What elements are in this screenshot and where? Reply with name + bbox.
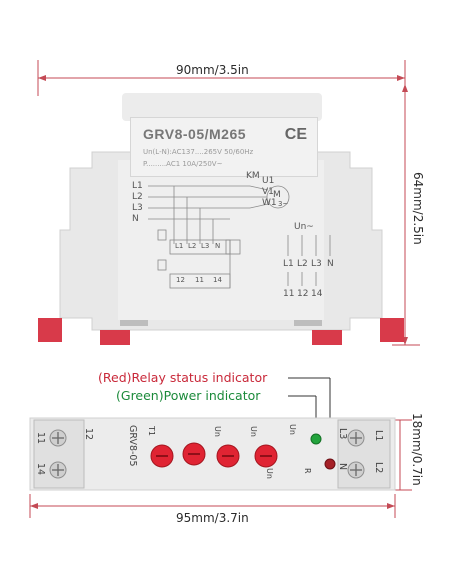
contact-12: 12	[176, 276, 185, 284]
device-model-text: GRV8-05/M265	[143, 126, 247, 142]
relay-box-n: N	[215, 242, 221, 250]
side-model-text: GRV8-05	[127, 425, 138, 467]
ce-mark: CE	[284, 126, 307, 143]
terminal-n-label: N	[337, 463, 348, 471]
legend-l3: L3	[311, 259, 322, 269]
terminal-l2-label: L2	[373, 462, 384, 474]
relay-box-l3: L3	[201, 242, 210, 250]
terminal-12-label: 12	[83, 428, 94, 441]
legend-14: 14	[311, 289, 323, 299]
contact-11: 11	[195, 276, 204, 284]
dial-un-label-2: Un	[249, 426, 258, 437]
dial-un-label-3: Un	[265, 468, 274, 479]
wiring-line-n: N	[132, 214, 139, 224]
contact-14: 14	[213, 276, 222, 284]
relay-box-l2: L2	[188, 242, 197, 250]
wiring-line-l1: L1	[132, 181, 143, 191]
legend-un-symbol: Un~	[294, 222, 314, 232]
relay-callout-text: (Red)Relay status indicator	[98, 370, 268, 385]
terminal-l1-label: L1	[373, 430, 384, 442]
motor-terminal-w1: W1	[262, 198, 277, 208]
power-led-label: Un	[288, 424, 297, 435]
terminal-14-label: 14	[35, 463, 46, 476]
legend-l2: L2	[297, 259, 308, 269]
legend-n: N	[327, 259, 334, 269]
contact-rating-text: P.........AC1 10A/250V~	[143, 160, 223, 168]
motor-terminal-u1: U1	[262, 176, 275, 186]
relay-led-label: R	[303, 468, 312, 474]
dial-t1-label: T1	[147, 426, 156, 436]
terminal-11-label: 11	[35, 432, 46, 445]
motor-symbol: M	[273, 190, 281, 200]
terminal-l3-label: L3	[337, 428, 348, 440]
legend-l1: L1	[283, 259, 294, 269]
motor-terminal-v1: V1	[262, 187, 274, 197]
width-dimension-label: 90mm/3.5in	[176, 63, 249, 77]
device-label-plate: GRV8-05/M265 CE Un(L-N):AC137....265V 50…	[130, 117, 318, 177]
wiring-line-l3: L3	[132, 203, 143, 213]
motor-phase: 3~	[278, 200, 289, 208]
legend-11: 11	[283, 289, 295, 299]
legend-12: 12	[297, 289, 309, 299]
relay-status-indicator-callout: (Red)Relay status indicator	[98, 370, 267, 385]
depth-dimension-label: 95mm/3.7in	[176, 511, 249, 525]
power-callout-text: (Green)Power indicator	[116, 388, 261, 403]
wiring-km-label: KM	[246, 171, 260, 181]
power-indicator-callout: (Green)Power indicator	[116, 388, 260, 403]
relay-box-l1: L1	[175, 242, 184, 250]
supply-rating-text: Un(L-N):AC137....265V 50/60Hz	[143, 148, 254, 156]
wiring-line-l2: L2	[132, 192, 143, 202]
dial-un-label-1: Un	[213, 426, 222, 437]
